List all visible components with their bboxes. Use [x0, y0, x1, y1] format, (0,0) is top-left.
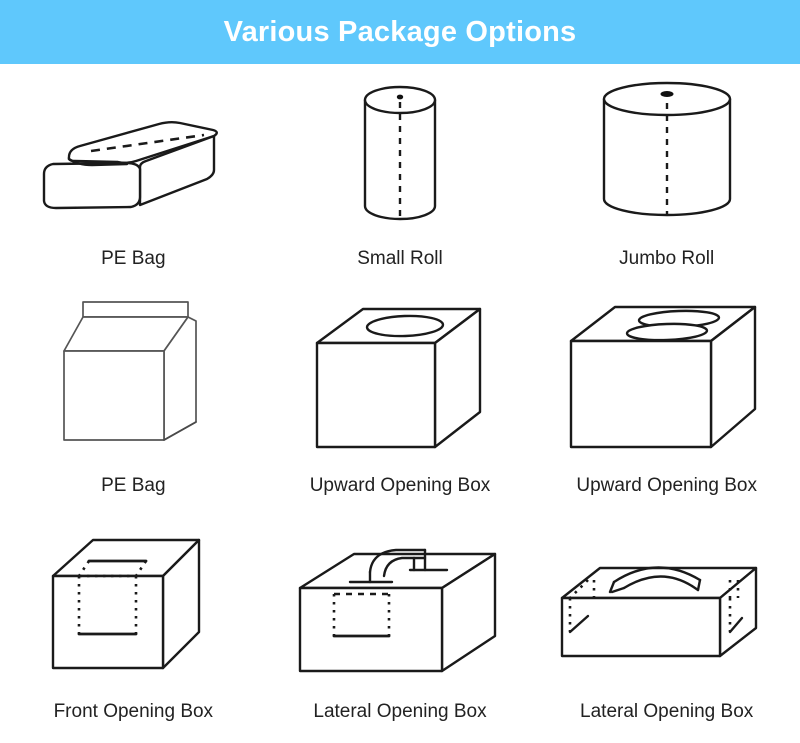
jumbo-roll-icon [533, 64, 800, 247]
box-double-oval-icon [533, 290, 800, 473]
package-option-label: PE Bag [101, 474, 166, 496]
box-handle-flat-icon [533, 517, 800, 700]
box-single-oval-icon [267, 290, 534, 473]
package-option-label: Jumbo Roll [619, 248, 715, 270]
page-header-banner: Various Package Options [0, 0, 800, 64]
package-option-label: Lateral Opening Box [580, 700, 754, 722]
package-option-small-roll[interactable]: Small Roll [267, 64, 534, 290]
flat-pillow-bag-icon [0, 64, 267, 247]
package-option-label: Upward Opening Box [576, 474, 757, 496]
package-option-upward-opening-box-2[interactable]: Upward Opening Box [533, 290, 800, 516]
package-option-label: PE Bag [101, 248, 166, 270]
package-option-lateral-opening-box-2[interactable]: Lateral Opening Box [533, 517, 800, 743]
package-option-front-opening-box[interactable]: Front Opening Box [0, 517, 267, 743]
package-option-label: Small Roll [357, 248, 443, 270]
package-option-label: Front Opening Box [53, 700, 214, 722]
page-title: Various Package Options [223, 15, 577, 48]
package-option-label: Upward Opening Box [309, 474, 491, 496]
small-roll-icon [267, 64, 534, 247]
box-handle-tall-icon [267, 517, 534, 700]
package-option-pe-bag-flat[interactable]: PE Bag [0, 64, 267, 290]
package-option-jumbo-roll[interactable]: Jumbo Roll [533, 64, 800, 290]
package-option-upward-opening-box-1[interactable]: Upward Opening Box [267, 290, 534, 516]
standing-bag-icon [0, 290, 267, 473]
package-option-lateral-opening-box-1[interactable]: Lateral Opening Box [267, 517, 534, 743]
package-option-pe-bag-standing[interactable]: PE Bag [0, 290, 267, 516]
box-front-tear-panel-icon [0, 517, 267, 700]
package-options-grid: PE Bag Small Roll [0, 64, 800, 743]
package-option-label: Lateral Opening Box [313, 700, 487, 722]
